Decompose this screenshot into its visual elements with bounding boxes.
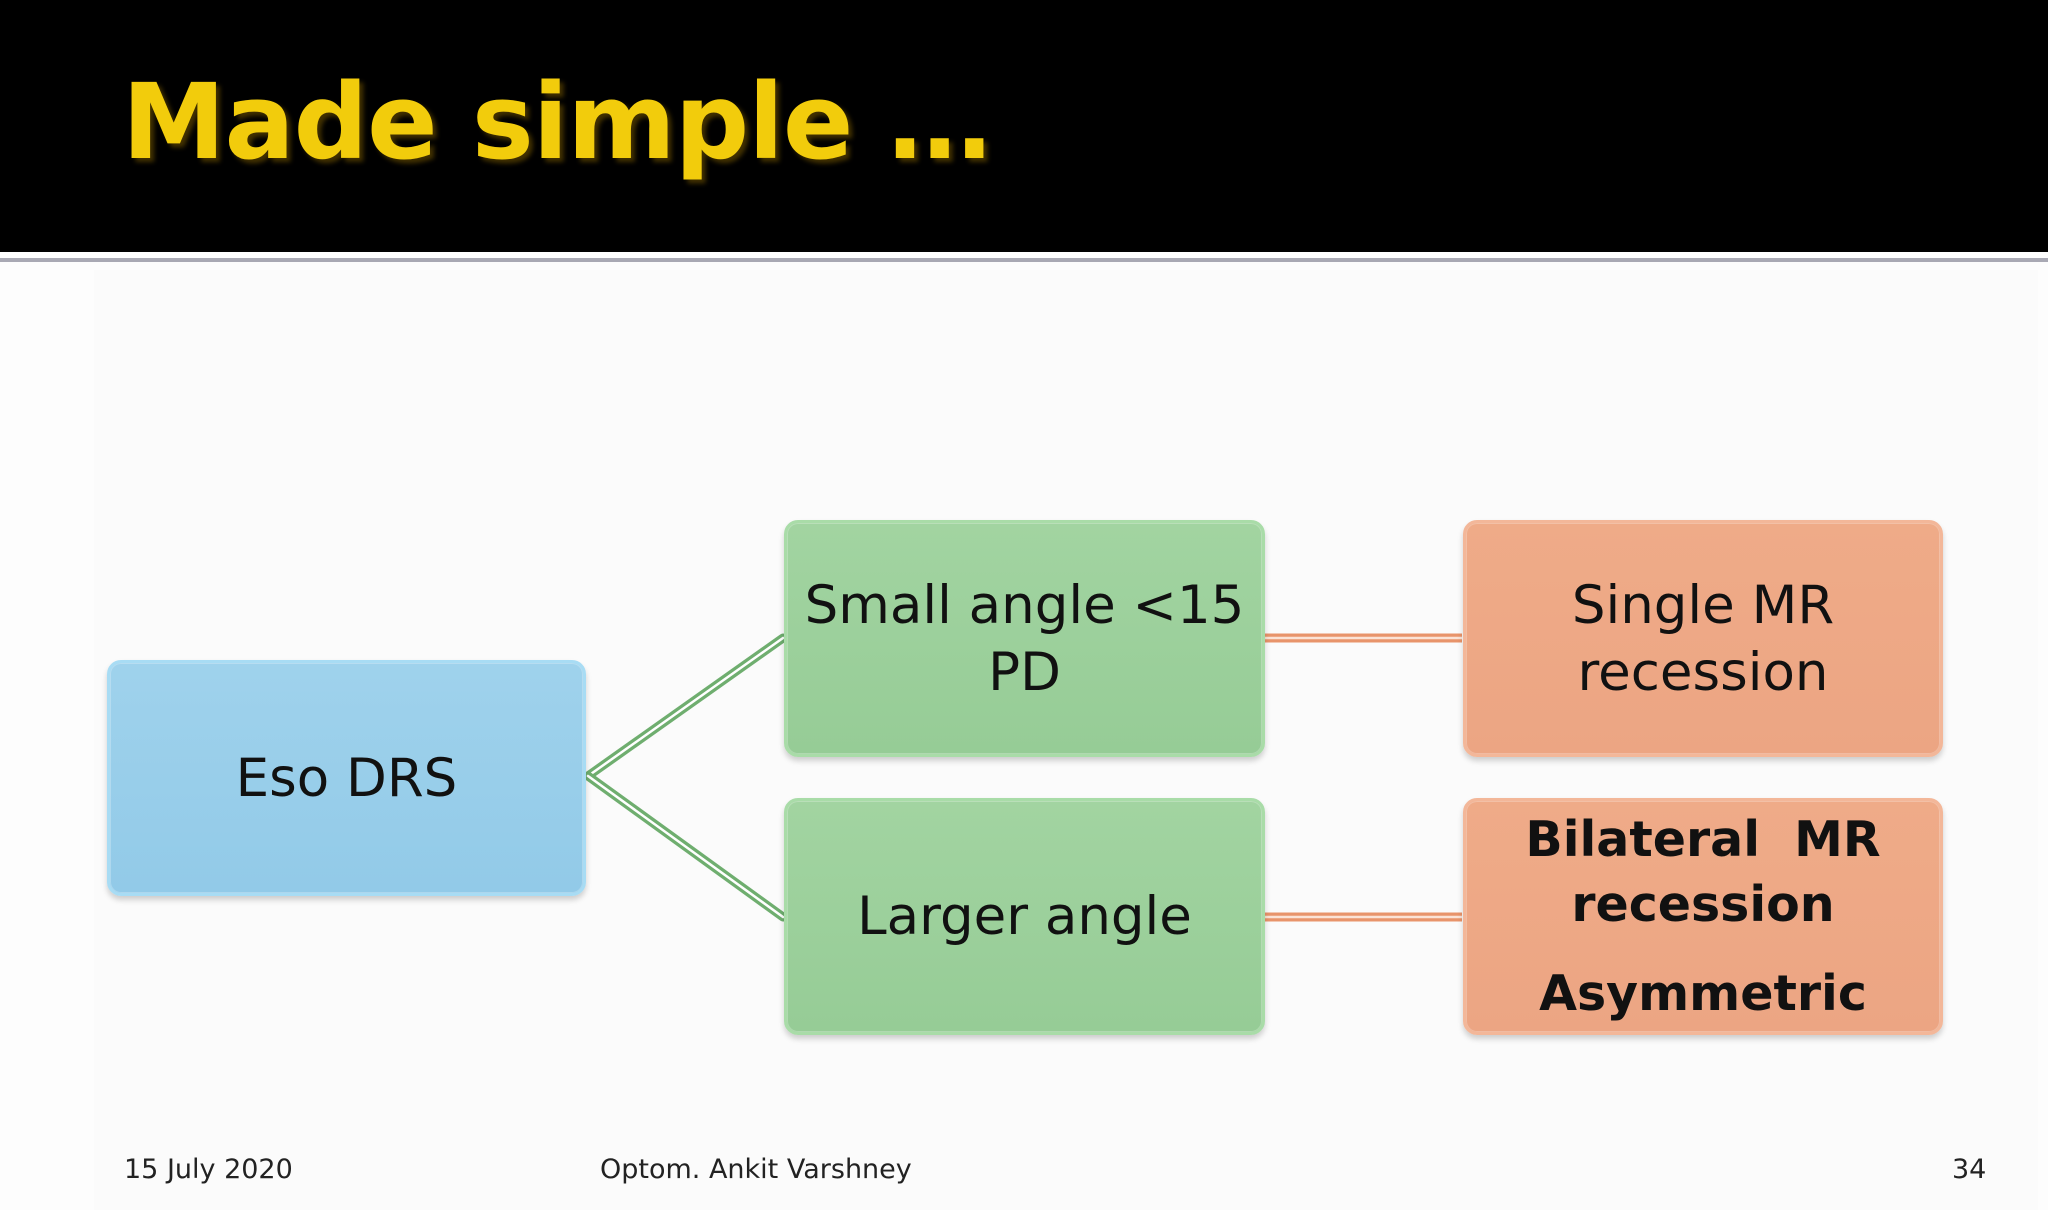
treatment-label-line-2: recession <box>1577 641 1829 703</box>
treatment-label-extra: Asymmetric <box>1539 965 1867 1022</box>
root-node-eso-drs: Eso DRS <box>107 660 586 896</box>
condition-label-line-1: Small angle <15 <box>804 574 1245 636</box>
treatment-node-single-mr: Single MR recession <box>1463 520 1943 757</box>
title-band <box>0 0 2048 252</box>
treatment-label-line-2: recession <box>1571 876 1835 933</box>
footer-author: Optom. Ankit Varshney <box>600 1154 912 1185</box>
connector-root-to-small-angle <box>583 633 788 781</box>
condition-label-line-2: PD <box>988 641 1061 703</box>
footer-page-number: 34 <box>1952 1154 1987 1185</box>
slide-title: Made simple … <box>122 61 992 183</box>
title-divider <box>0 258 2048 262</box>
footer-date: 15 July 2020 <box>124 1154 293 1185</box>
treatment-label-line-1: Bilateral MR <box>1525 811 1881 868</box>
treatment-node-bilateral-mr: Bilateral MR recession Asymmetric <box>1463 798 1943 1035</box>
root-node-label: Eso DRS <box>235 747 458 809</box>
condition-node-small-angle: Small angle <15 PD <box>784 520 1265 757</box>
connector-root-to-larger-angle <box>583 771 788 922</box>
condition-node-larger-angle: Larger angle <box>784 798 1265 1035</box>
treatment-label-line-1: Single MR <box>1571 574 1835 636</box>
condition-label-line-1: Larger angle <box>857 886 1192 947</box>
